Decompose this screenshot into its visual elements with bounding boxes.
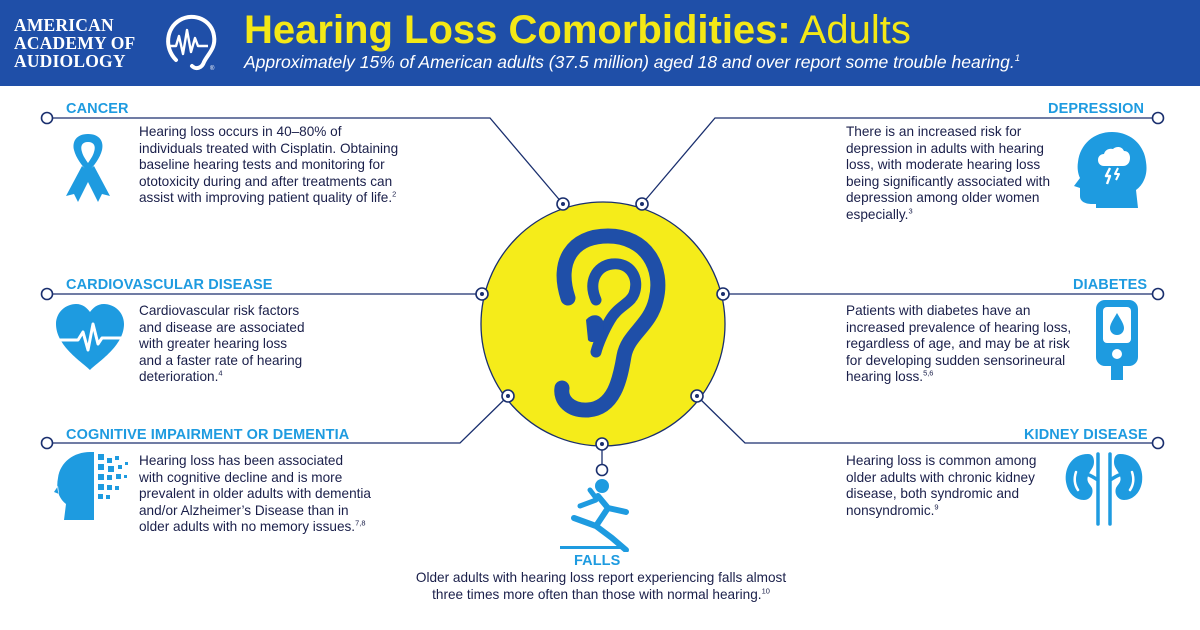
- text-line: There is an increased risk for: [846, 124, 1022, 139]
- falls-heading: FALLS: [574, 553, 621, 569]
- ear-icon: [554, 228, 666, 418]
- text-line: Hearing loss occurs in 40–80% of: [139, 124, 342, 139]
- text-line: loss, with moderate hearing loss: [846, 157, 1041, 173]
- head-storm-icon: [1074, 132, 1147, 208]
- text-line: and disease are associated: [139, 319, 305, 335]
- text-line: individuals treated with Cisplatin. Obta…: [139, 140, 399, 156]
- falls-underline: [560, 546, 626, 549]
- subtitle: Approximately 15% of American adults (37…: [244, 52, 1020, 73]
- logo-line: AMERICAN: [14, 15, 114, 35]
- text-line: Hearing loss has been associated: [139, 453, 344, 468]
- text-line: prevalent in older adults with dementia: [139, 486, 371, 502]
- header-bar: AMERICAN ACADEMY OF AUDIOLOGY ® Hearing …: [0, 0, 1200, 86]
- cardio-heading: CARDIOVASCULAR DISEASE: [66, 277, 273, 293]
- kidney-text: Hearing loss is common among older adult…: [846, 453, 1056, 519]
- diabetes-text: Patients with diabetes have an increased…: [846, 303, 1086, 386]
- text-line: hearing loss.5,6: [846, 369, 1086, 386]
- footnote-ref: 7,8: [355, 518, 366, 528]
- text-segment: nonsyndromic.: [846, 502, 935, 518]
- cardio-text: Cardiovascular risk factors and disease …: [139, 303, 339, 386]
- cognitive-heading: COGNITIVE IMPAIRMENT OR DEMENTIA: [66, 427, 350, 443]
- title-light: Adults: [799, 8, 911, 52]
- cancer-heading: CANCER: [66, 101, 129, 117]
- logo-text: AMERICAN ACADEMY OF AUDIOLOGY: [14, 16, 164, 70]
- title-strong: Hearing Loss Comorbidities:: [244, 8, 791, 52]
- cancer-text: Hearing loss occurs in 40–80% of individ…: [139, 124, 409, 207]
- kidneys-icon: [1065, 452, 1143, 526]
- text-line: Cardiovascular risk factors: [139, 303, 300, 318]
- text-line: depression among older women: [846, 190, 1040, 206]
- ribbon-icon: [66, 134, 110, 202]
- text-line: nonsyndromic.9: [846, 503, 1056, 520]
- text-line: deterioration.4: [139, 369, 339, 386]
- text-line: and/or Alzheimer’s Disease than in: [139, 502, 349, 518]
- kidney-heading: KIDNEY DISEASE: [1024, 427, 1148, 443]
- footnote-ref: 9: [934, 502, 939, 512]
- text-line: for developing sudden sensorineural: [846, 352, 1066, 368]
- diabetes-heading: DIABETES: [1073, 277, 1148, 293]
- cognitive-text: Hearing loss has been associated with co…: [139, 453, 399, 536]
- logo-line: ACADEMY OF: [14, 33, 136, 53]
- text-segment: especially.: [846, 206, 909, 222]
- footnote-ref: 3: [908, 206, 913, 216]
- footnote-ref: 10: [761, 586, 770, 596]
- text-line: being significantly associated with: [846, 173, 1051, 189]
- text-segment: three times more often than those with n…: [432, 586, 762, 602]
- heart-pulse-icon: [54, 304, 126, 370]
- text-line: baseline hearing tests and monitoring fo…: [139, 157, 385, 173]
- text-segment: assist with improving patient quality of…: [139, 190, 393, 206]
- text-line: with cognitive decline and is more: [139, 469, 343, 485]
- text-line: older adults with chronic kidney: [846, 469, 1035, 485]
- text-segment: hearing loss.: [846, 369, 924, 385]
- text-line: older adults with no memory issues.7,8: [139, 519, 399, 536]
- svg-text:®: ®: [210, 65, 215, 72]
- falling-person-icon: [571, 479, 629, 552]
- text-line: especially.3: [846, 207, 1068, 224]
- text-line: disease, both syndromic and: [846, 486, 1020, 502]
- text-line: with greater hearing loss: [139, 336, 288, 352]
- text-line: Patients with diabetes have an: [846, 303, 1031, 318]
- text-line: assist with improving patient quality of…: [139, 190, 409, 207]
- subtitle-text: Approximately 15% of American adults (37…: [244, 52, 1015, 72]
- depression-heading: DEPRESSION: [1048, 101, 1145, 117]
- text-line: and a faster rate of hearing: [139, 352, 303, 368]
- text-line: three times more often than those with n…: [396, 587, 806, 604]
- text-line: depression in adults with hearing: [846, 140, 1044, 156]
- head-pixels-icon: [54, 452, 128, 520]
- logo-line: AUDIOLOGY: [14, 51, 126, 71]
- footnote-ref: 5,6: [923, 368, 934, 378]
- glucose-meter-icon: [1096, 300, 1138, 380]
- subtitle-ref: 1: [1014, 53, 1021, 65]
- text-line: ototoxicity during and after treatments …: [139, 173, 393, 189]
- falls-text: Older adults with hearing loss report ex…: [396, 570, 806, 603]
- depression-text: There is an increased risk for depressio…: [846, 124, 1068, 224]
- text-segment: older adults with no memory issues.: [139, 519, 356, 535]
- footnote-ref: 4: [218, 368, 223, 378]
- text-line: regardless of age, and may be at risk: [846, 336, 1070, 352]
- page-title: Hearing Loss Comorbidities: Adults: [244, 8, 911, 52]
- text-segment: deterioration.: [139, 369, 219, 385]
- text-line: Hearing loss is common among: [846, 453, 1037, 468]
- text-line: Older adults with hearing loss report ex…: [415, 570, 787, 585]
- footnote-ref: 2: [392, 189, 397, 199]
- text-line: increased prevalence of hearing loss,: [846, 319, 1072, 335]
- logo-icon: ®: [166, 14, 217, 72]
